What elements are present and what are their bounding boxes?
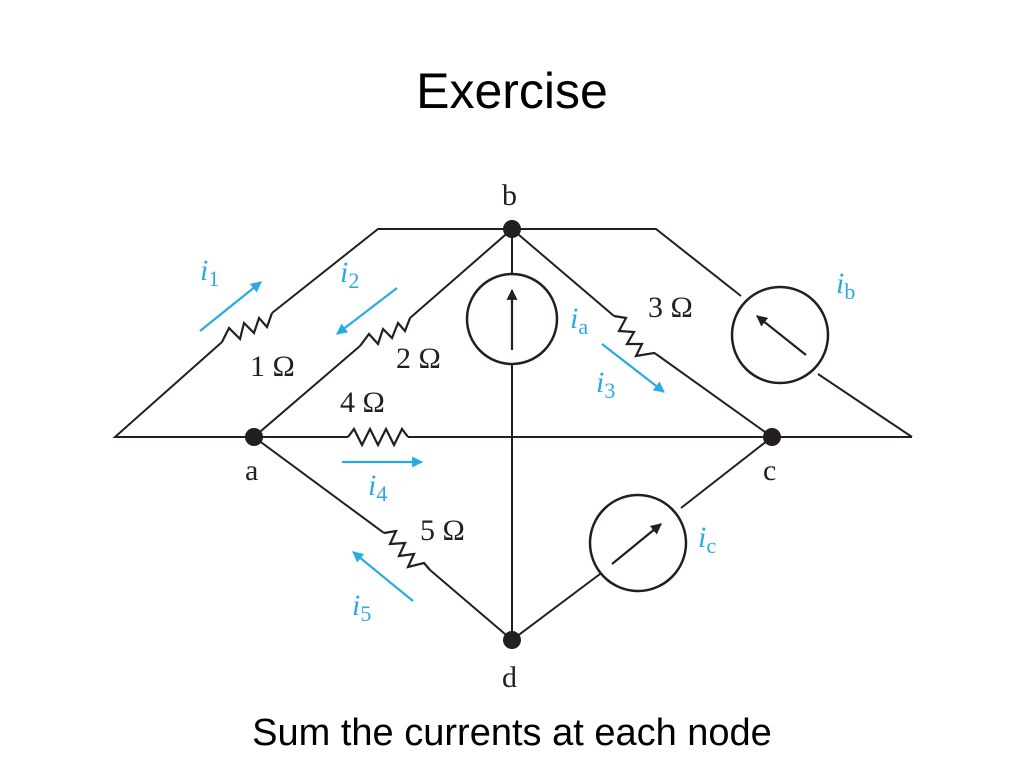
wire-r3-to-c	[655, 353, 773, 438]
node-dot-d	[503, 631, 521, 649]
wire-top-right	[512, 228, 742, 297]
resistor-5ohm	[383, 529, 431, 571]
wire-r2-to-b	[409, 228, 513, 319]
resistor-3ohm	[613, 314, 657, 358]
current-label-ib: ib	[836, 267, 855, 304]
resistor-label-4ohm: 4 Ω	[340, 386, 385, 419]
current-label-ic: ic	[698, 521, 716, 558]
node-dot-b	[503, 220, 521, 238]
current-label-ia: ia	[570, 302, 588, 339]
current-arrow-i3	[601, 343, 665, 393]
resistor-label-2ohm: 2 Ω	[396, 342, 441, 375]
slide-title: Exercise	[416, 63, 608, 119]
current-source-ic	[588, 493, 688, 593]
resistor-label-3ohm: 3 Ω	[648, 291, 693, 324]
current-label-i4: i4	[368, 469, 387, 506]
current-arrow-i1	[199, 281, 262, 332]
wire-outer-left	[112, 341, 254, 438]
current-label-i3: i3	[596, 366, 615, 403]
wire-ib-to-right	[817, 373, 913, 438]
resistor-4ohm	[347, 426, 409, 448]
node-label-b: b	[502, 179, 517, 212]
wire-a-to-r5	[253, 436, 385, 534]
current-label-i2: i2	[340, 256, 359, 293]
current-arrow-i2	[336, 287, 398, 335]
resistor-label-1ohm: 1 Ω	[250, 350, 295, 383]
node-label-c: c	[763, 454, 776, 487]
node-label-a: a	[245, 454, 258, 487]
current-arrow-i5	[352, 551, 414, 602]
node-dot-a	[245, 428, 263, 446]
current-label-i5: i5	[352, 589, 371, 626]
wire-b-to-r3	[511, 228, 615, 317]
resistor-1ohm	[221, 312, 274, 343]
slide-caption: Sum the currents at each node	[252, 712, 772, 754]
current-source-ib	[730, 285, 830, 385]
wire-r1-to-top	[271, 228, 512, 314]
current-source-ia	[465, 272, 559, 366]
node-label-d: d	[502, 661, 517, 694]
wire-a-to-r2	[253, 345, 361, 438]
wire-ic-to-c	[680, 436, 773, 509]
node-dot-c	[763, 428, 781, 446]
wire-r5-to-d	[429, 569, 513, 641]
resistor-label-5ohm: 5 Ω	[420, 514, 465, 547]
resistor-2ohm	[359, 317, 412, 347]
wire-d-to-ic	[511, 573, 601, 641]
current-label-i1: i1	[200, 254, 219, 291]
